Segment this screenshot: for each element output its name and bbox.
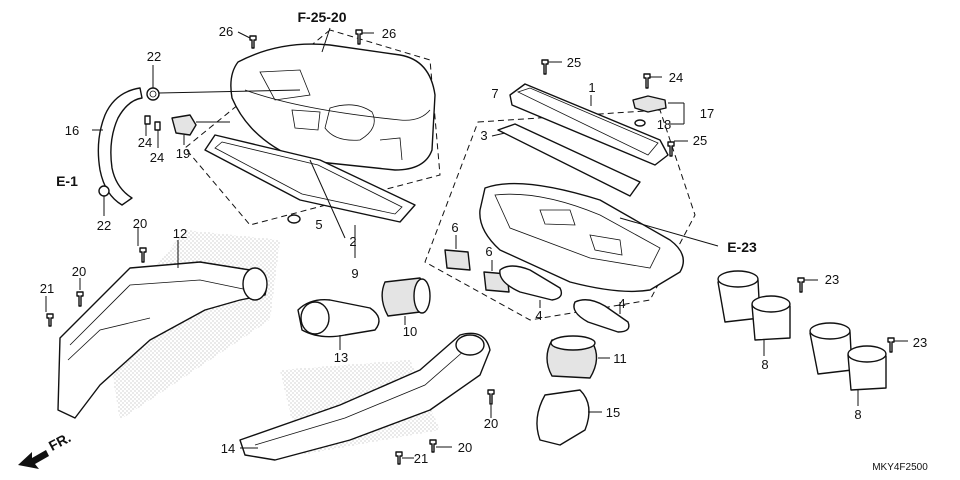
right-funnels bbox=[717, 270, 908, 406]
duct-15 bbox=[536, 389, 590, 446]
washer-18 bbox=[634, 119, 646, 127]
callout-24-b: 24 bbox=[150, 150, 164, 165]
breather-tube bbox=[97, 87, 143, 206]
ref-front: FR. bbox=[46, 429, 73, 454]
callout-8-a: 8 bbox=[761, 357, 768, 372]
callout-4-a: 4 bbox=[535, 308, 542, 323]
callout-21-b: 21 bbox=[414, 451, 428, 466]
callout-26-b: 26 bbox=[382, 26, 396, 41]
upper-cover-group bbox=[184, 27, 441, 258]
callout-26-a: 26 bbox=[219, 24, 233, 39]
callout-9: 9 bbox=[351, 266, 358, 281]
air-cleaner-case bbox=[479, 182, 684, 293]
seal-4-b bbox=[573, 299, 630, 333]
callout-2: 2 bbox=[349, 234, 356, 249]
callout-6-b: 6 bbox=[485, 244, 492, 259]
clip-5 bbox=[287, 214, 301, 224]
case-group bbox=[424, 59, 719, 333]
callout-22-a: 22 bbox=[147, 49, 161, 64]
callout-16: 16 bbox=[65, 123, 79, 138]
callout-12: 12 bbox=[173, 226, 187, 241]
callout-3: 3 bbox=[480, 128, 487, 143]
breather-tube-group bbox=[92, 65, 301, 216]
seal-4-a bbox=[499, 265, 563, 301]
ref-f-25-20: F-25-20 bbox=[297, 9, 346, 25]
callout-23-b: 23 bbox=[913, 335, 927, 350]
callout-25-b: 25 bbox=[693, 133, 707, 148]
callout-1: 1 bbox=[588, 80, 595, 95]
case-seal bbox=[497, 123, 641, 197]
callout-5: 5 bbox=[315, 217, 322, 232]
callout-6-a: 6 bbox=[451, 220, 458, 235]
callout-4-b: 4 bbox=[618, 296, 625, 311]
left-duct-group bbox=[45, 228, 280, 420]
center-parts bbox=[297, 277, 610, 446]
clamp-22-lower bbox=[98, 185, 110, 197]
callout-7: 7 bbox=[491, 86, 498, 101]
ref-e-1: E-1 bbox=[56, 173, 78, 189]
callout-11: 11 bbox=[613, 351, 627, 366]
sensor-group bbox=[144, 114, 230, 148]
callout-20-b: 20 bbox=[72, 264, 86, 279]
air-duct-14 bbox=[239, 332, 491, 461]
callout-15: 15 bbox=[606, 405, 620, 420]
callout-18: 18 bbox=[657, 117, 671, 132]
callout-24-c: 24 bbox=[669, 70, 683, 85]
callout-24-a: 24 bbox=[138, 135, 152, 150]
callout-21-a: 21 bbox=[40, 281, 54, 296]
callout-23-a: 23 bbox=[825, 272, 839, 287]
callout-20-a: 20 bbox=[133, 216, 147, 231]
clamp-22-top bbox=[146, 87, 160, 101]
sensor-17 bbox=[632, 95, 667, 113]
cover-seal bbox=[204, 134, 416, 223]
sensor-17-group bbox=[632, 73, 688, 157]
callout-20-d: 20 bbox=[458, 440, 472, 455]
air-cleaner-element bbox=[509, 83, 669, 166]
callout-25-a: 25 bbox=[567, 55, 581, 70]
grommet-6-a bbox=[444, 249, 471, 271]
diagram-code: MKY4F2500 bbox=[872, 462, 928, 473]
lower-duct-group bbox=[239, 332, 495, 465]
callout-20-c: 20 bbox=[484, 416, 498, 431]
ref-e-23: E-23 bbox=[727, 239, 757, 255]
sensor-19 bbox=[171, 114, 197, 136]
callout-17: 17 bbox=[700, 106, 714, 121]
bolts-26 bbox=[237, 29, 374, 49]
front-arrow bbox=[18, 450, 49, 469]
callout-14: 14 bbox=[221, 441, 235, 456]
callout-10: 10 bbox=[403, 324, 417, 339]
callout-22-b: 22 bbox=[97, 218, 111, 233]
callout-8-b: 8 bbox=[854, 407, 861, 422]
callout-19: 19 bbox=[176, 146, 190, 161]
callout-13: 13 bbox=[334, 350, 348, 365]
